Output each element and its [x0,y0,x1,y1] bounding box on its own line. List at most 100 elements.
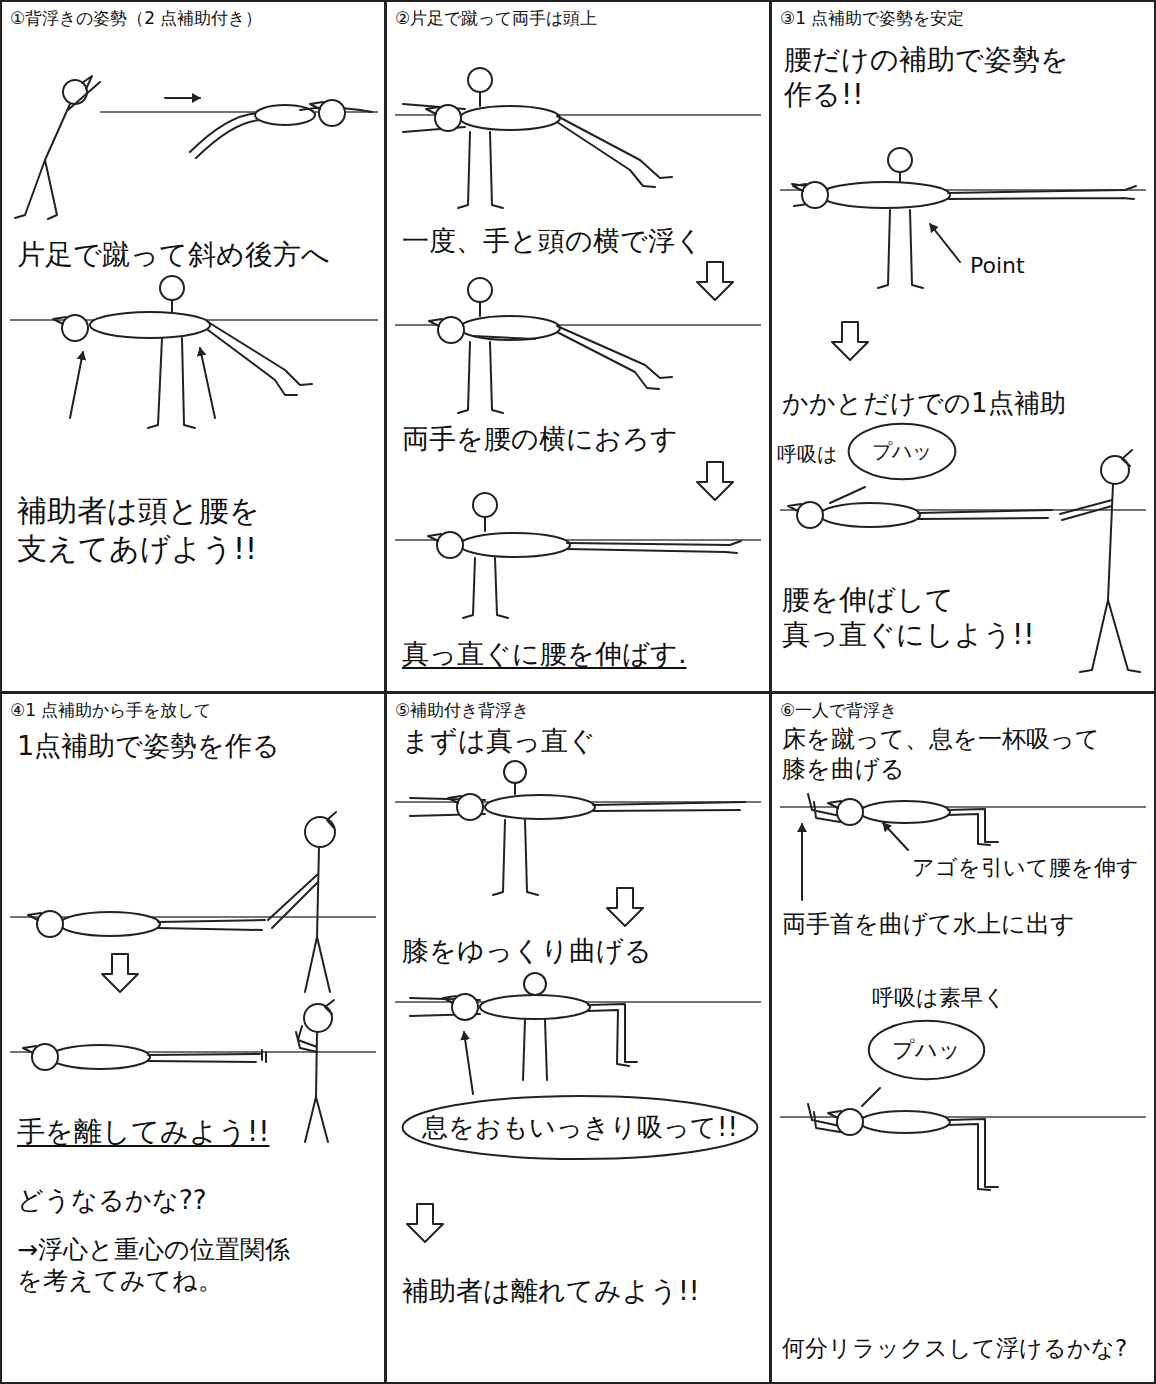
illustration-stroke [148,1050,266,1062]
handwritten-note: 1点補助で姿勢を作る [17,729,307,763]
illustration-stroke [862,1088,880,1106]
illustration-stroke [200,348,215,418]
speech-bubble: プハッ [867,1019,986,1081]
speech-bubble: プハッ [847,422,957,481]
illustration-stroke [878,210,923,288]
handwritten-note: 両手を腰の横におろす [402,422,762,456]
illustration-stroke [429,317,464,343]
handwritten-note: 呼吸は [777,442,847,467]
speech-text: プハッ [892,1036,961,1064]
illustration-stroke [485,795,595,819]
illustration-stroke [557,326,672,389]
illustration-stroke [557,116,672,187]
illustration-stroke [460,533,570,557]
illustration-stroke [801,824,803,900]
illustration-stroke [607,888,643,926]
illustration-stroke [948,809,998,845]
illustration-stroke [458,342,503,413]
illustration-stroke [697,262,733,300]
step-panel: ②片足で蹴って両手は頭上一度、手と頭の横で浮く両手を腰の横におろす真っ直ぐに腰を… [385,0,771,693]
illustration-stroke [426,105,461,131]
illustration-stroke [407,1204,443,1242]
illustration-stroke [860,1111,950,1133]
illustration-stroke [448,794,483,820]
handwritten-note: 両手首を曲げて水上に出す [782,909,1148,939]
illustration-stroke [325,1000,334,1014]
illustration-stroke [458,132,503,208]
handwritten-note: 補助者は離れてみよう!! [402,1274,762,1308]
illustration-stroke [296,1026,328,1142]
illustration-stroke [930,224,960,262]
step-panel: ⑤補助付き背浮きまずは真っ直ぐ膝をゆっくり曲げる補助者は離れてみよう!!息をおも… [385,692,771,1384]
panel-5-art [395,761,761,1242]
handwritten-note: Point [970,252,1090,280]
handwritten-note: 片足で蹴って斜め後方へ [17,237,377,272]
handwritten-note: 膝をゆっくり曲げる [402,934,762,968]
illustration-stroke [190,113,262,158]
illustration-stroke [888,148,912,172]
illustration-stroke [473,493,497,517]
handwritten-note: →浮心と重心の位置関係 を考えてみてね。 [17,1234,347,1297]
handwritten-note: 真っ直ぐに腰を伸ばす. [402,637,762,671]
illustration-stroke [460,316,560,340]
illustration-stroke [82,76,92,89]
illustration-stroke [820,503,920,527]
illustration-stroke [948,1119,998,1190]
illustration-stroke [463,558,508,618]
illustration-stroke [305,817,335,847]
illustration-stroke [327,812,336,828]
illustration-stroke [484,517,486,531]
illustration-stroke [468,278,492,302]
illustration-stroke [268,847,330,992]
illustration-stroke [788,502,823,528]
illustration-stroke [310,100,345,126]
handwritten-note: どうなるかな?? [17,1184,357,1217]
illustration-stroke [464,1032,473,1094]
illustration-stroke [948,186,1136,199]
handwritten-note: 一度、手と頭の横で浮く [402,224,762,258]
handwritten-note: 腰だけの補助で姿勢を 作る!! [784,42,1114,112]
illustration-stroke [808,794,840,822]
illustration-stroke [160,276,184,300]
illustration-stroke [883,823,908,850]
illustration-stroke [208,322,312,395]
illustration-stroke [148,338,195,428]
illustration-stroke [70,352,83,418]
illustration-stroke [165,97,200,99]
panel-4-art [10,812,376,1142]
step-heading: ③1 点補助で姿勢を安定 [780,8,1150,29]
illustration-stroke [793,182,828,208]
step-heading: ⑥一人で背浮き [780,700,1150,721]
illustration-stroke [23,1044,58,1070]
illustration-stroke [15,82,100,219]
illustration-stroke [524,973,546,995]
handwritten-note: まずは真っ直ぐ [402,724,762,758]
illustration-stroke [102,954,138,992]
panel-6-art [780,794,1146,1190]
illustration-stroke [403,104,465,132]
illustration-stroke [899,172,901,182]
illustration-stroke [504,761,526,783]
illustration-stroke [1122,450,1132,466]
illustration-stroke [171,300,173,312]
illustration-stroke [28,911,63,937]
illustration-stroke [828,799,863,825]
illustration-stroke [493,820,538,895]
illustration-stroke [468,68,492,92]
illustration-stroke [1060,484,1140,672]
illustration-stroke [428,532,463,558]
illustration-stroke [480,995,590,1019]
speech-text: 息をおもいっきり吸って!! [422,1111,738,1144]
step-panel: ①背浮きの姿勢（2 点補助付き）片足で蹴って斜め後方へ補助者は頭と腰を 支えてあ… [0,0,386,693]
handwritten-note: 床を蹴って、息を一杯吸って 膝を曲げる [782,724,1148,784]
step-heading: ②片足で蹴って両手は頭上 [395,8,765,29]
bubble-outline [869,1021,984,1079]
illustration-stroke [860,801,950,823]
illustration-stroke [523,1020,547,1080]
illustration-stroke [460,106,560,130]
handwritten-note: 呼吸は素早く [872,984,1132,1012]
panel-1-art [10,76,378,428]
illustration-stroke [593,802,745,811]
illustration-stroke [697,462,733,500]
